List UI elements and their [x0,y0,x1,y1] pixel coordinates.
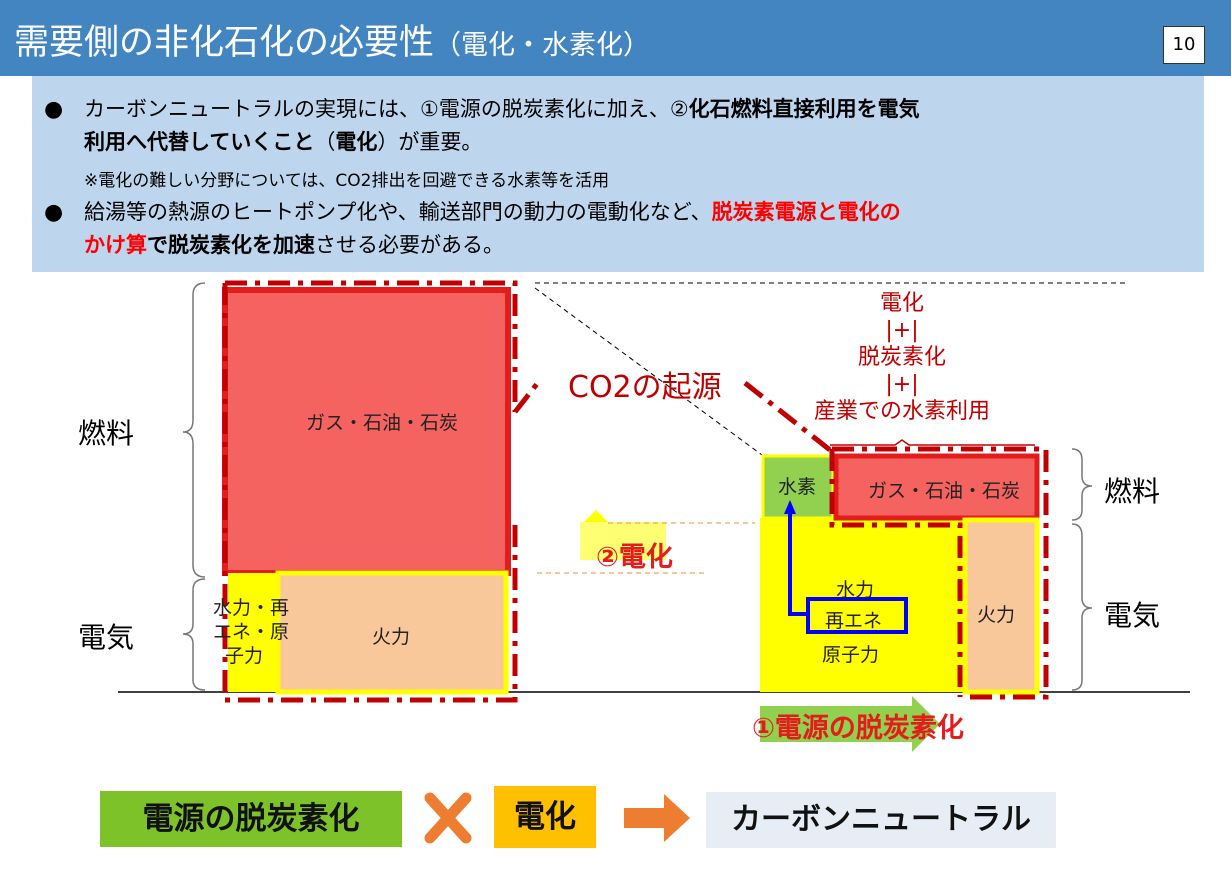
left-elec-label: 電気 [78,621,135,654]
stack-decarb: 脱炭素化 [857,345,946,370]
stack-elec: 電化 [879,291,924,316]
bullet1-note: ※電化の難しい分野については、CO2排出を回避できる水素等を活用 [84,171,610,191]
right-elec-brace [1071,523,1093,691]
after-hydrogen-label: 水素 [778,476,817,498]
electrification-label: ②電化 [596,542,673,573]
bullet2-text-a: 給湯等の熱源のヒートポンプ化や、輸送部門の動力の電動化など、 [84,200,712,224]
bullet2-text-c: かけ算 [84,233,147,257]
result-arrow-icon [624,794,690,842]
right-fuel-label: 燃料 [1104,475,1161,508]
renew-arrow-head [784,500,796,514]
bullet1-text-c: 利用へ代替していくこと [84,130,315,154]
bullet1-text-d: （ [314,130,336,154]
legend-power-decarb: 電源の脱炭素化 [100,791,402,847]
stack-plus-2: |+| [885,372,919,397]
after-stack-label: 電化 |+| 脱炭素化 |+| 産業での水素利用 [802,290,1002,425]
before-fossil-label: ガス・石油・石炭 [306,412,459,434]
bullet1-line2: 利用へ代替していくこと（電化）が重要。 [84,127,482,158]
bullet1-text-f: ）が重要。 [377,130,483,154]
stack-hydrogen: 産業での水素利用 [813,399,990,424]
bullet2-line2: かけ算で脱炭素化を加速させる必要がある。 [84,230,504,261]
bullet1-line1: ● カーボンニュートラルの実現には、①電源の脱炭素化に加え、②化石燃料直接利用を… [44,94,920,125]
right-fuel-brace [1071,448,1093,521]
left-elec-brace [182,578,206,691]
dashed-diagonal [534,287,763,456]
before-outline-top [225,280,518,412]
bullet2-text-e: 脱炭素化を加速 [168,233,315,257]
after-nuclear-label: 原子力 [822,644,880,666]
summary-box: ● カーボンニュートラルの実現には、①電源の脱炭素化に加え、②化石燃料直接利用を… [32,76,1204,272]
before-outline-bottom [278,525,518,703]
page-title-sub: （電化・水素化） [434,30,651,61]
times-icon [424,792,472,844]
bullet2-text-f: させる必要がある。 [315,233,504,257]
bullet1-text-e: 電化 [335,130,378,154]
page-title-main: 需要側の非化石化の必要性 [14,23,435,63]
after-fossil-block [833,453,1040,521]
header-bar [0,0,1231,76]
stack-plus-1: |+| [885,318,919,343]
before-renew-label: 水力・再 エネ・原 子力 [213,596,289,668]
electrification-arrow-body [580,522,666,560]
stack-bracket [830,439,1035,446]
page-title: 需要側の非化石化の必要性（電化・水素化） [14,14,650,65]
bullet2-text-b: 脱炭素電源と電化の [711,200,901,224]
after-renew-block [760,518,965,692]
after-outline-left [829,449,963,697]
before-renew-block [228,573,278,692]
before-outline-left [222,283,278,703]
before-renew-line2: エネ・原 [213,621,290,643]
legend-carbon-neutral: カーボンニュートラル [706,792,1056,848]
after-hydro-label: 水力 [836,579,875,601]
left-fuel-label: 燃料 [78,417,135,450]
before-fossil-block [222,287,511,576]
before-thermal-block [275,570,509,695]
bullet2-text-d: で [147,233,168,257]
bullet2-line1: ● 給湯等の熱源のヒートポンプ化や、輸送部門の動力の電動化など、脱炭素電源と電化… [44,197,901,228]
after-fossil-label: ガス・石油・石炭 [868,480,1021,502]
after-renew-label: 再エネ [825,610,883,632]
before-renew-line3: 子力 [225,645,264,667]
after-thermal-label: 火力 [977,604,1016,626]
decarb-arrow [760,696,940,752]
renew-to-hydrogen-arrow [788,512,808,616]
co2-connector-left [513,378,542,414]
after-hydrogen-block [761,454,835,520]
after-outline-right [832,446,1049,700]
legend-electrification: 電化 [494,786,596,848]
after-thermal-block [962,517,1040,695]
electrification-arrow-head [584,510,608,522]
bullet-icon: ● [44,200,64,225]
bullet1-text-b: 化石燃料直接利用を電気 [688,97,920,121]
before-thermal-label: 火力 [372,626,411,648]
decarb-label: ①電源の脱炭素化 [752,713,964,744]
left-fuel-brace [182,282,206,578]
co2-connector-right [743,381,832,452]
bullet1-text-a: カーボンニュートラルの実現には、①電源の脱炭素化に加え、② [84,97,689,121]
before-renew-line1: 水力・再 [213,597,290,619]
right-elec-label: 電気 [1104,599,1161,632]
bullet-icon: ● [44,97,64,122]
co2-origin-label: CO2の起源 [568,370,722,405]
page-number: 10 [1163,26,1205,64]
